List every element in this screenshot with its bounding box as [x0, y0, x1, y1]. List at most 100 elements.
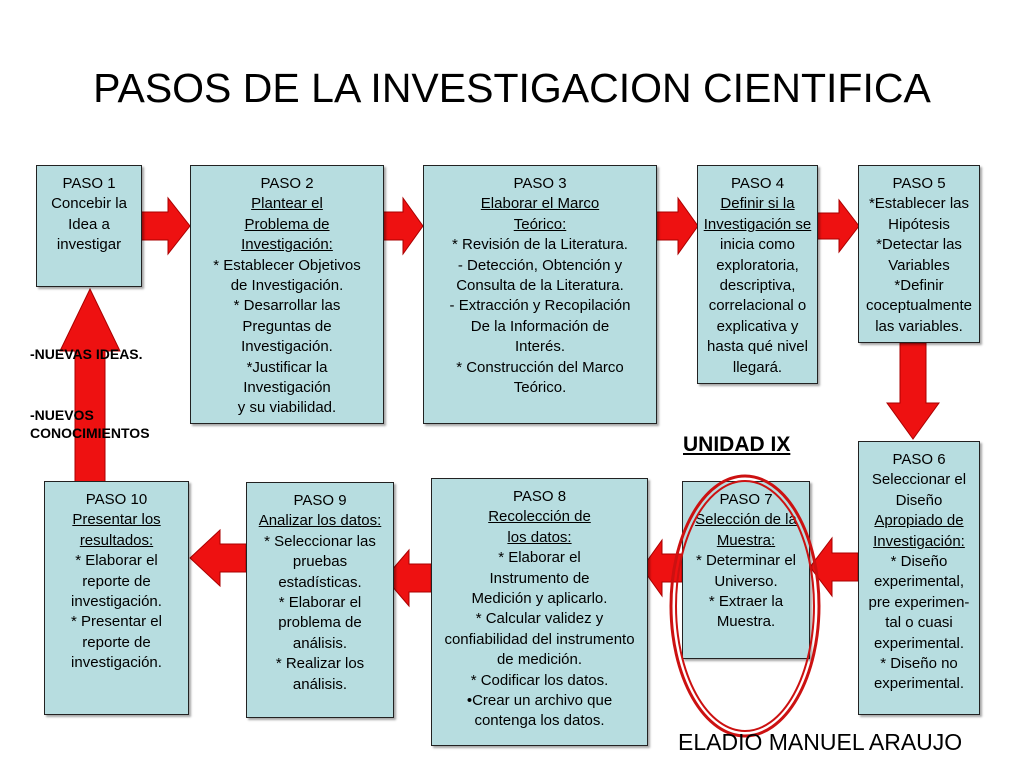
page-title: PASOS DE LA INVESTIGACION CIENTIFICA — [93, 65, 931, 111]
paso-9-line: pruebas — [292, 553, 348, 571]
paso-9-line: estadísticas. — [278, 573, 362, 591]
paso-3-line: - Extracción y Recopilación — [449, 297, 631, 315]
arrow-paso10-to-paso1 — [59, 287, 121, 483]
paso-2-line: Plantear el — [251, 195, 323, 213]
paso-8-line: Instrumento de — [489, 569, 590, 587]
paso-10-line: Presentar los — [72, 511, 161, 529]
paso-8-line: los datos: — [507, 528, 572, 546]
paso-5-line: las variables. — [875, 317, 963, 335]
paso-8-line: * Elaborar el — [498, 549, 581, 567]
paso-10-line: investigación. — [71, 654, 162, 672]
paso-6-line: Diseño — [895, 491, 943, 509]
paso-1-line: investigar — [56, 236, 122, 254]
paso-2-line: Investigación — [243, 379, 331, 397]
arrow-paso9-to-paso10 — [189, 528, 247, 588]
paso-5-line: Hipótesis — [888, 215, 950, 233]
paso-1-line: Concebir la — [51, 195, 127, 213]
paso-6-line: pre experimen- — [868, 593, 970, 611]
paso-4-line: descriptiva, — [719, 277, 796, 295]
note-nuevas-ideas: -NUEVAS IDEAS. — [30, 346, 143, 362]
paso-3-line: Interés. — [514, 338, 566, 356]
paso-8-line: •Crear un archivo que — [466, 692, 613, 710]
paso-6-line: experimental. — [873, 675, 965, 693]
paso-4-line: Investigación se — [703, 215, 812, 233]
paso-4-line: hasta qué nivel — [707, 338, 808, 356]
note-nuevos-conocimientos: -NUEVOS CONOCIMIENTOS — [30, 407, 150, 441]
paso-5-line: *Definir — [894, 277, 944, 295]
paso-6-line: * Diseño — [890, 553, 948, 571]
arrow-paso3-to-paso4 — [656, 196, 699, 256]
paso-9-line: PASO 9 — [293, 492, 347, 509]
step-box-paso-8: PASO 8 Recolección de los datos: * Elaborar… — [431, 478, 648, 746]
paso-5-line: *Establecer las — [868, 195, 970, 213]
unit-label: UNIDAD IX — [683, 433, 791, 456]
paso-10-line: * Presentar el — [71, 613, 162, 631]
paso-4-line: Definir si la — [720, 195, 795, 213]
paso-9-line: análisis. — [292, 675, 348, 693]
author-name: ELADIO MANUEL ARAUJO — [678, 729, 963, 755]
paso-3-line: * Construcción del Marco — [456, 358, 624, 376]
paso-10-line: PASO 10 — [85, 491, 148, 508]
arrow-paso2-to-paso3 — [383, 196, 424, 256]
paso-2-line: * Desarrollar las — [233, 297, 341, 315]
paso-2-line: PASO 2 — [260, 175, 314, 192]
step-box-paso-4: PASO 4 Definir si la Investigación se inici… — [697, 165, 818, 384]
paso-5-line: PASO 5 — [892, 175, 946, 192]
step-box-paso-10: PASO 10 Presentar los resultados: * Elabora… — [44, 481, 189, 715]
paso-8-line: PASO 8 — [512, 488, 567, 505]
paso-2-line: Investigación: — [241, 236, 333, 254]
paso-8-line: * Codificar los datos. — [470, 671, 609, 689]
paso-2-line: *Justificar la — [246, 358, 328, 376]
paso-6-line: tal o cuasi — [885, 614, 953, 632]
paso-8-line: contenga los datos. — [474, 712, 605, 730]
paso-4-line: PASO 4 — [730, 175, 785, 192]
paso-7-line: * Determinar el — [695, 552, 797, 570]
arrow-paso4-to-paso5 — [817, 198, 860, 254]
paso-9-line: * Elaborar el — [278, 594, 362, 612]
paso-3-line: Elaborar el Marco — [480, 195, 600, 213]
paso-6-line: Investigación: — [873, 532, 965, 550]
paso-9-line: análisis. — [292, 634, 348, 652]
paso-4-line: exploratoria, — [716, 256, 799, 274]
paso-10-line: resultados: — [79, 531, 154, 549]
paso-6-line: * Diseño no — [880, 655, 958, 673]
paso-2-line: de Investigación. — [230, 277, 344, 295]
arrow-paso8-to-paso9 — [384, 548, 432, 608]
paso-4-line: correlacional o — [708, 297, 807, 315]
paso-7-line: PASO 7 — [719, 491, 773, 508]
paso-7-line: Universo. — [714, 572, 778, 590]
paso-2-line: Investigación. — [241, 338, 333, 356]
arrow-paso1-to-paso2 — [140, 196, 191, 256]
paso-9-line: Analizar los datos: — [258, 512, 382, 530]
paso-8-line: Recolección de — [488, 508, 591, 526]
paso-7-line: * Extraer la — [708, 593, 784, 611]
paso-10-line: * Elaborar el — [75, 552, 158, 570]
paso-1-line: PASO 1 — [62, 175, 116, 192]
paso-8-line: Medición y aplicarlo. — [471, 590, 608, 608]
paso-7-line: Selección de la — [695, 511, 797, 529]
paso-7-line: Muestra: — [716, 531, 776, 549]
highlight-ring — [669, 474, 821, 738]
paso-5-line: coceptualmente — [866, 297, 972, 315]
paso-4-line: inicia como — [719, 236, 796, 254]
paso-2-line: * Establecer Objetivos — [213, 256, 361, 274]
paso-1-line: Idea a — [68, 215, 110, 233]
paso-10-line: reporte de — [82, 633, 151, 651]
paso-2-line: Problema de — [244, 215, 330, 233]
paso-6-line: experimental, — [873, 573, 965, 591]
arrow-paso5-to-paso6 — [886, 343, 940, 440]
paso-3-line: Consulta de la Literatura. — [456, 277, 624, 295]
arrow-paso6-to-paso7 — [809, 536, 859, 598]
paso-3-line: PASO 3 — [513, 175, 567, 192]
paso-3-line: - Detección, Obtención y — [457, 256, 623, 274]
paso-4-line: llegará. — [732, 358, 783, 376]
paso-9-line: * Realizar los — [275, 655, 365, 673]
paso-3-line: * Revisión de la Literatura. — [452, 236, 628, 254]
paso-10-line: investigación. — [71, 593, 162, 611]
paso-7-line: Muestra. — [716, 613, 776, 631]
paso-6-line: Apropiado de — [874, 512, 964, 530]
